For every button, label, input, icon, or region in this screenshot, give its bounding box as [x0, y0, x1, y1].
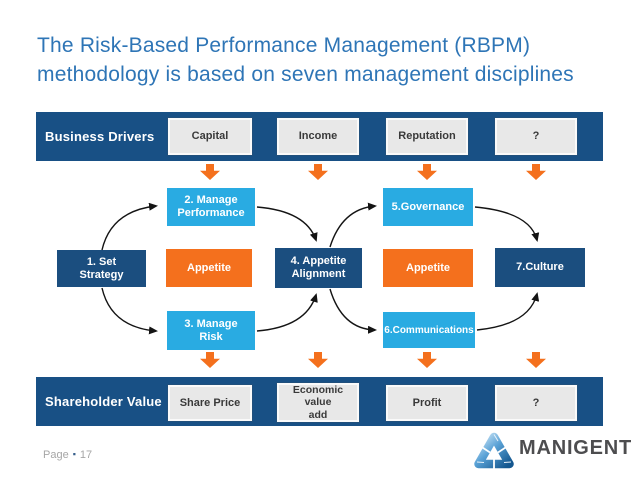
discipline-box-communications: 6.Communications: [383, 312, 475, 348]
page-title-line2: methodology is based on seven management…: [37, 63, 574, 86]
value-box-share-price: Share Price: [168, 385, 252, 421]
discipline-box-culture: 7.Culture: [495, 248, 585, 287]
value-box-profit: Profit: [386, 385, 468, 421]
manigent-logo-text: MANIGENT: [519, 437, 633, 459]
appetite-box-right: Appetite: [383, 249, 473, 287]
page-label: Page: [43, 449, 69, 461]
curved-arrow-performance-to-alignment: [256, 206, 318, 242]
down-arrow-icon: [417, 164, 437, 180]
down-arrow-icon: [526, 164, 546, 180]
down-arrow-icon: [200, 352, 220, 368]
discipline-box-governance: 5.Governance: [383, 188, 473, 226]
curved-arrow-risk-to-alignment: [256, 293, 318, 332]
appetite-box-left: Appetite: [166, 249, 252, 287]
driver-box-unknown: ?: [495, 118, 577, 155]
curved-arrow-strategy-to-performance: [101, 202, 158, 251]
down-arrow-icon: [308, 352, 328, 368]
value-box-unknown: ?: [495, 385, 577, 421]
driver-box-reputation: Reputation: [386, 118, 468, 155]
value-box-economic-value-add: Economic value add: [277, 383, 359, 422]
footer-separator-icon: ▪: [72, 449, 76, 459]
driver-box-income: Income: [277, 118, 359, 155]
down-arrow-icon: [200, 164, 220, 180]
curved-arrow-alignment-to-communications: [329, 288, 377, 334]
page-number: 17: [79, 449, 93, 461]
discipline-box-manage-risk: 3. Manage Risk: [167, 311, 255, 350]
curved-arrow-alignment-to-governance: [329, 202, 377, 248]
driver-box-capital: Capital: [168, 118, 252, 155]
discipline-box-set-strategy: 1. Set Strategy: [57, 250, 146, 287]
down-arrow-icon: [526, 352, 546, 368]
business-drivers-label: Business Drivers: [45, 129, 155, 144]
page-title-line1: The Risk-Based Performance Management (R…: [37, 34, 531, 57]
discipline-box-appetite-alignment: 4. Appetite Alignment: [275, 248, 362, 288]
page-footer: Page▪17: [43, 449, 92, 461]
down-arrow-icon: [308, 164, 328, 180]
curved-arrow-communications-to-culture: [476, 292, 540, 331]
discipline-box-manage-performance: 2. Manage Performance: [167, 188, 255, 226]
curved-arrow-governance-to-culture: [474, 206, 540, 242]
down-arrow-icon: [417, 352, 437, 368]
shareholder-value-label: Shareholder Value: [45, 394, 162, 409]
manigent-logo-icon: [474, 432, 514, 469]
curved-arrow-strategy-to-risk: [101, 287, 158, 335]
page-title: The Risk-Based Performance Management (R…: [37, 31, 574, 89]
